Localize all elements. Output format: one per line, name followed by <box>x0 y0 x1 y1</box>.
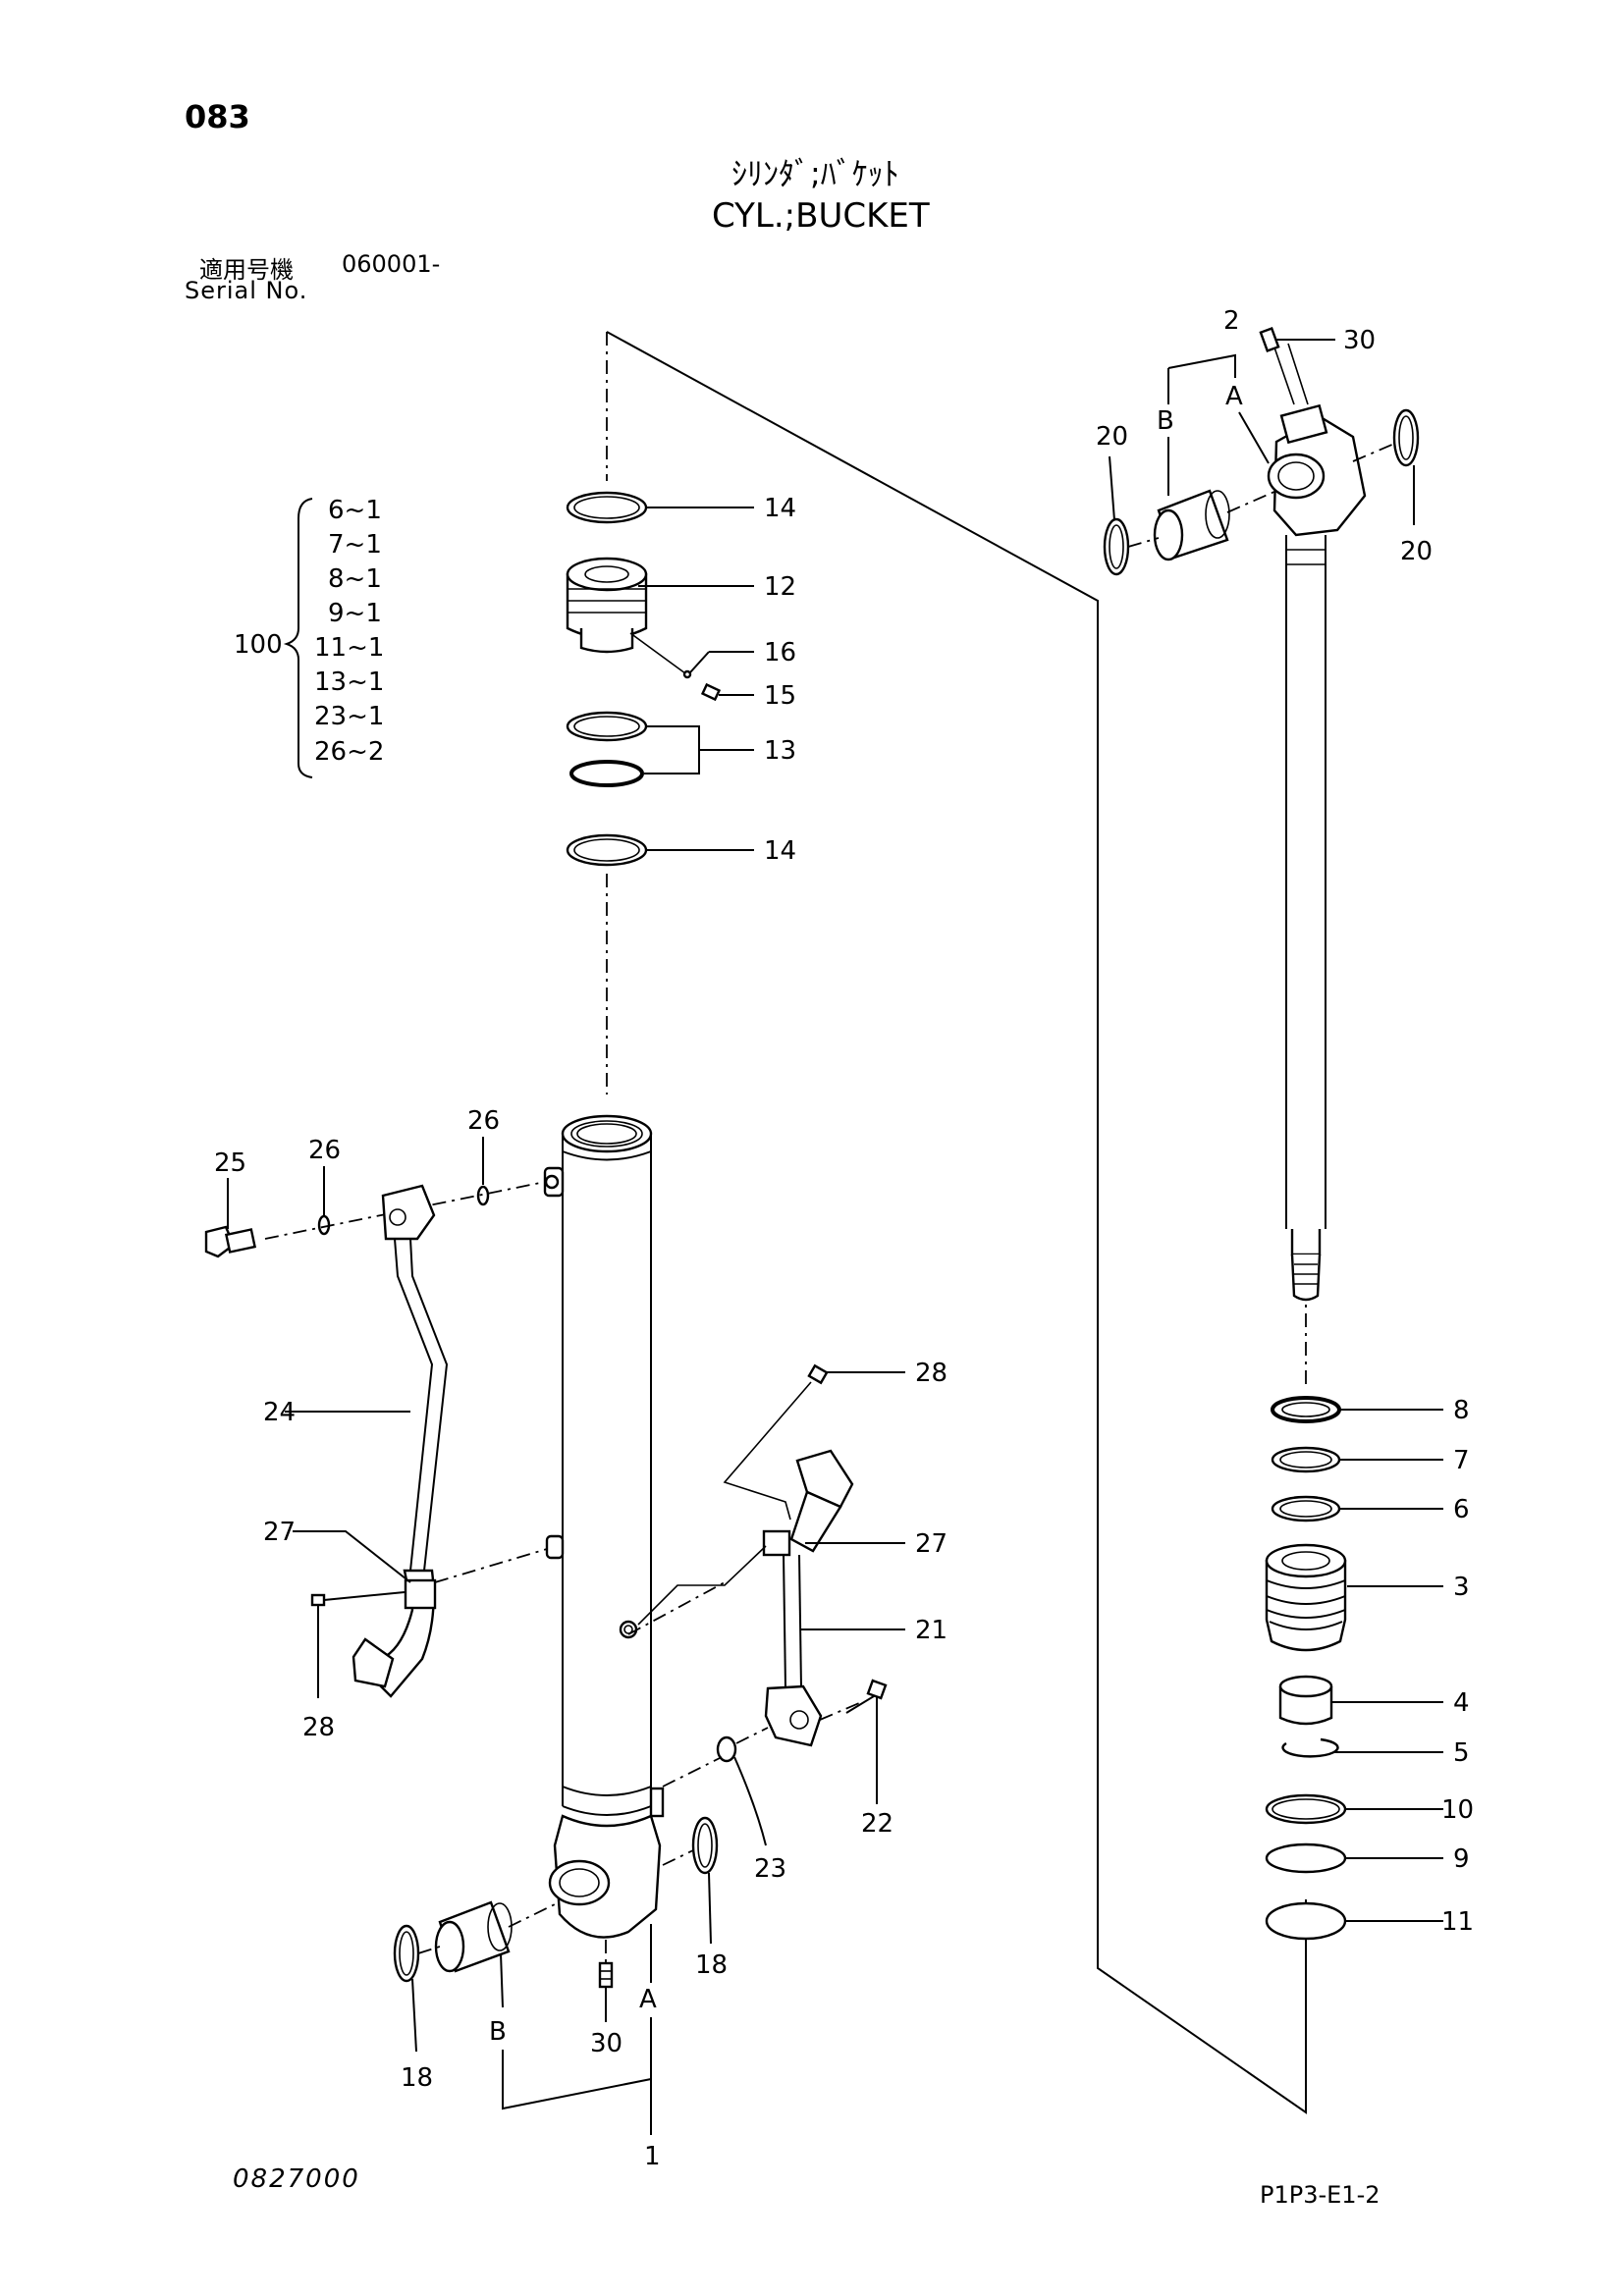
callout-1: 1 <box>644 2142 661 2171</box>
right-piping: 28 27 21 22 23 <box>627 1359 947 1884</box>
callout-2: 2 <box>1223 306 1240 336</box>
kit-item: 26~2 <box>314 737 384 767</box>
callout-25: 25 <box>214 1148 246 1178</box>
callout-20: 20 <box>1096 422 1128 452</box>
callout-B: B <box>489 2017 507 2047</box>
kit-item: 6~1 <box>328 496 382 525</box>
callout-30: 30 <box>590 2029 623 2058</box>
kit-item: 11~1 <box>314 633 384 663</box>
callout-7: 7 <box>1453 1446 1470 1475</box>
serial-from: 060001- <box>342 250 441 278</box>
title-english: CYL.;BUCKET <box>712 196 930 236</box>
serial-no-label: Serial No. <box>185 277 308 304</box>
kit-number: 100 <box>234 630 283 660</box>
callout-B: B <box>1157 406 1174 436</box>
callout-15: 15 <box>764 681 796 711</box>
kit-item: 23~1 <box>314 702 384 731</box>
callout-30: 30 <box>1343 326 1376 355</box>
page-number: 083 <box>185 98 250 135</box>
callout-11: 11 <box>1441 1907 1474 1937</box>
bottom-parts: 18 18 B A 1 30 <box>393 1816 728 2171</box>
kit-item: 13~1 <box>314 667 384 697</box>
callout-28: 28 <box>302 1713 335 1742</box>
callout-8: 8 <box>1453 1396 1470 1425</box>
callout-6: 6 <box>1453 1495 1470 1524</box>
callout-12: 12 <box>764 572 796 602</box>
callout-22: 22 <box>861 1809 893 1839</box>
kit-item: 9~1 <box>328 599 382 628</box>
callout-A: A <box>639 1985 657 2014</box>
callout-18: 18 <box>401 2063 433 2093</box>
callout-14: 14 <box>764 494 796 523</box>
callout-3: 3 <box>1453 1573 1470 1602</box>
kit-bracket: 100 6~1 7~1 8~1 9~1 11~1 13~1 23~1 26~2 <box>234 496 384 778</box>
callout-5: 5 <box>1453 1738 1470 1768</box>
callout-20: 20 <box>1400 537 1433 566</box>
callout-16: 16 <box>764 638 796 667</box>
kit-item: 7~1 <box>328 530 382 560</box>
callout-18: 18 <box>695 1950 728 1980</box>
left-piping: 25 26 26 24 27 28 <box>204 1106 548 1742</box>
callout-26: 26 <box>308 1136 341 1165</box>
callout-27: 27 <box>263 1518 296 1547</box>
callout-27: 27 <box>915 1529 947 1559</box>
callout-14: 14 <box>764 836 796 866</box>
cylinder-tube <box>543 1114 665 1939</box>
page-code: P1P3-E1-2 <box>1260 2181 1380 2209</box>
callout-26: 26 <box>467 1106 500 1136</box>
callout-13: 13 <box>764 736 796 766</box>
callout-21: 21 <box>915 1616 947 1645</box>
callout-23: 23 <box>754 1854 786 1884</box>
callout-9: 9 <box>1453 1844 1470 1874</box>
kit-item: 8~1 <box>328 564 382 594</box>
piston-rod: 30 2 A B 20 20 <box>1096 306 1433 1302</box>
callout-10: 10 <box>1441 1795 1474 1825</box>
head-parts: 14 12 16 15 13 14 <box>566 491 796 867</box>
applicable-model-label: 適用号機 <box>199 256 294 284</box>
piston-parts: 8 7 6 3 4 5 10 9 <box>1265 1396 1474 1941</box>
callout-28: 28 <box>915 1359 947 1388</box>
callout-4: 4 <box>1453 1688 1470 1718</box>
title-japanese: ｼﾘﾝﾀﾞ;ﾊﾞｹｯﾄ <box>731 155 899 192</box>
drawing-code: 0827000 <box>233 2164 360 2194</box>
callout-24: 24 <box>263 1398 296 1427</box>
callout-A: A <box>1225 382 1243 411</box>
